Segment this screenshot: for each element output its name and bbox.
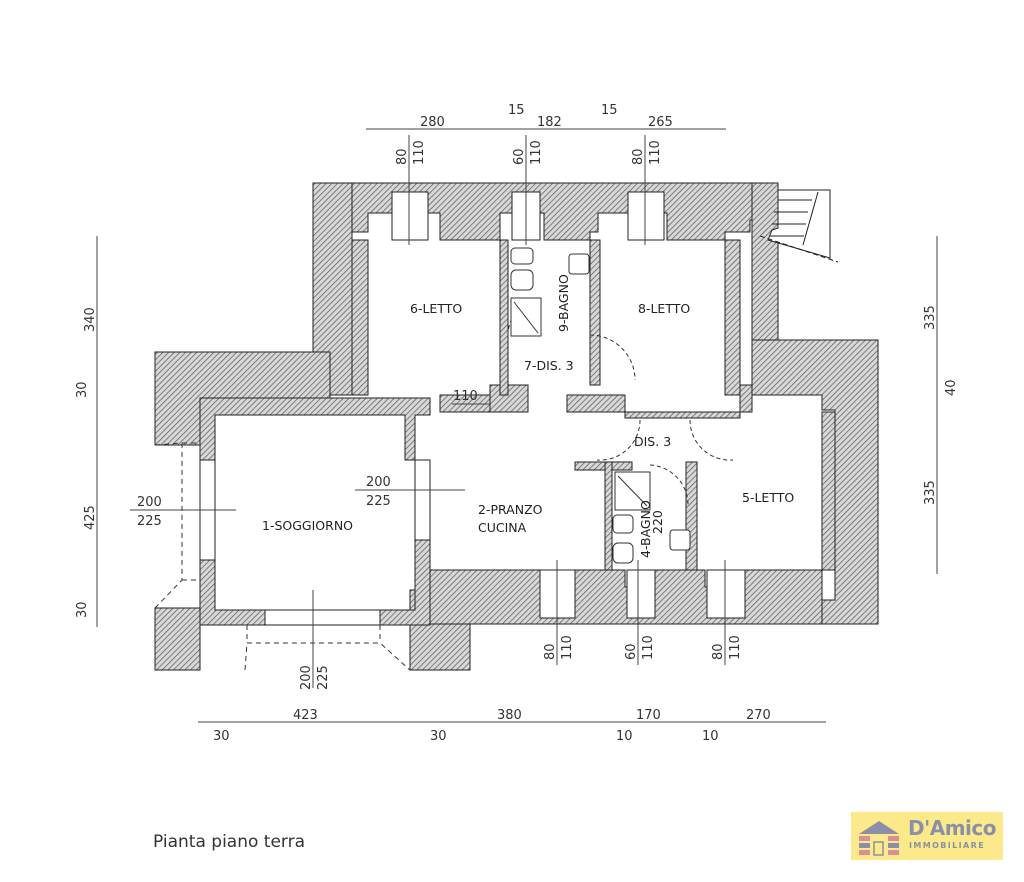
dim-top-2: 182: [537, 115, 562, 130]
dim-right-offset: 40: [944, 379, 959, 396]
logo-name: D'Amico: [908, 816, 997, 840]
dim-bottom-win1-w: 200: [299, 665, 314, 690]
agency-logo: D'Amico IMMOBILIARE: [851, 812, 1003, 860]
room-label-dis3: DIS. 3: [634, 434, 671, 449]
house-icon: [859, 821, 899, 856]
room-label-pranzo: 2-PRANZO: [478, 502, 543, 517]
dim-bottom-4: 270: [746, 708, 771, 723]
dim-bottom-win4-w: 80: [711, 643, 726, 660]
dim-top-win3-w: 80: [631, 148, 646, 165]
dim-bottom-2: 380: [497, 708, 522, 723]
room-label-bagno4: 4-BAGNO: [638, 500, 653, 558]
dim-bottom-win1-h: 225: [316, 665, 331, 690]
dim-bottom-offset-1: 30: [213, 729, 230, 744]
dim-bottom-3: 170: [636, 708, 661, 723]
dim-bottom-1: 423: [293, 708, 318, 723]
room-label-soggiorno: 1-SOGGIORNO: [262, 518, 353, 533]
dim-bottom-offset-2: 30: [430, 729, 447, 744]
dim-top-win1-h: 110: [412, 140, 427, 165]
dim-left-2: 425: [83, 505, 98, 530]
dim-left-window-h: 225: [137, 514, 162, 529]
room-label-bagno9: 9-BAGNO: [556, 274, 571, 332]
dim-top-offset-2: 15: [601, 103, 618, 118]
dim-top-offset-1: 15: [508, 103, 525, 118]
dim-right-1: 335: [923, 305, 938, 330]
bathroom-fixtures: [510, 247, 691, 564]
door-swings: [507, 299, 734, 506]
dim-bottom-win3-h: 110: [641, 635, 656, 660]
walls: [154, 182, 879, 671]
room-label-letto5: 5-LETTO: [742, 490, 794, 505]
window-openings: [199, 191, 746, 626]
dim-left-offset-2: 30: [75, 601, 90, 618]
dim-top-win1-w: 80: [395, 148, 410, 165]
room-label-letto8: 8-LETTO: [638, 301, 690, 316]
room-label-bagno4-dim: 220: [650, 510, 665, 534]
dimension-lines: [96, 128, 938, 723]
dim-bottom-offset-3: 10: [616, 729, 633, 744]
dim-bottom-offset-4: 10: [702, 729, 719, 744]
stairs: [759, 189, 839, 263]
room-label-letto6: 6-LETTO: [410, 301, 462, 316]
dim-left-1: 340: [83, 307, 98, 332]
dim-left-window-w: 200: [137, 495, 162, 510]
plan-caption: Pianta piano terra: [153, 832, 306, 852]
dim-right-2: 335: [923, 480, 938, 505]
dim-top-3: 265: [648, 115, 673, 130]
dim-left-offset-1: 30: [75, 381, 90, 398]
dim-bottom-win4-h: 110: [728, 635, 743, 660]
dim-bottom-win2-w: 80: [543, 643, 558, 660]
dim-interior-door-h: 225: [366, 494, 391, 509]
dim-top-win3-h: 110: [648, 140, 663, 165]
dim-interior-door-w: 200: [366, 475, 391, 490]
dim-corridor-opening: 110: [453, 389, 478, 404]
dim-top-1: 280: [420, 115, 445, 130]
logo-subtitle: IMMOBILIARE: [909, 841, 986, 850]
dim-top-win2-h: 110: [529, 140, 544, 165]
room-label-dis7: 7-DIS. 3: [524, 358, 574, 373]
dim-top-win2-w: 60: [512, 148, 527, 165]
room-label-cucina: CUCINA: [478, 520, 527, 535]
dim-bottom-win3-w: 60: [624, 643, 639, 660]
dim-bottom-win2-h: 110: [560, 635, 575, 660]
